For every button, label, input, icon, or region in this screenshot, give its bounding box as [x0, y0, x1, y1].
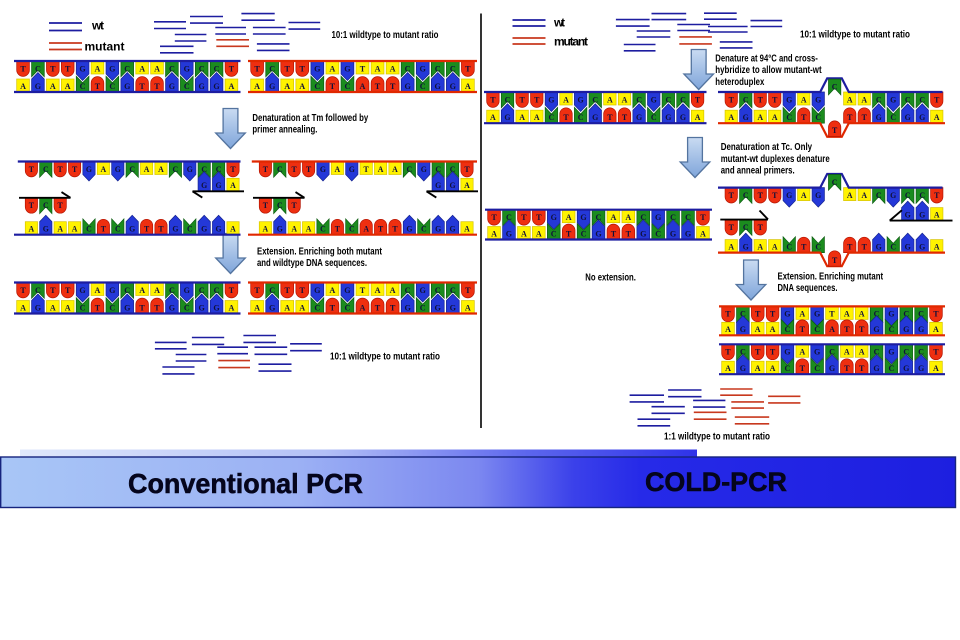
svg-text:wt: wt [91, 19, 104, 33]
svg-text:10:1 wildtype to mutant ratio: 10:1 wildtype to mutant ratio [800, 29, 910, 41]
svg-text:No extension.: No extension. [585, 271, 636, 283]
svg-text:hybridize to allow mutant-wt: hybridize to allow mutant-wt [715, 64, 822, 76]
svg-text:wt: wt [553, 15, 565, 29]
svg-text:Denature at 94°C and cross-: Denature at 94°C and cross- [715, 52, 818, 64]
svg-text:Extension. Enriching mutant: Extension. Enriching mutant [778, 271, 884, 283]
svg-text:and anneal primers.: and anneal primers. [721, 165, 795, 177]
svg-text:1:1 wildtype to mutant ratio: 1:1 wildtype to mutant ratio [664, 431, 770, 443]
svg-text:mutant-wt duplexes denature: mutant-wt duplexes denature [721, 153, 830, 165]
svg-text:10:1 wildtype to mutant ratio: 10:1 wildtype to mutant ratio [332, 29, 439, 41]
svg-text:heteroduplex: heteroduplex [715, 76, 764, 88]
svg-text:COLD-PCR: COLD-PCR [645, 467, 787, 497]
svg-text:DNA sequences.: DNA sequences. [778, 282, 838, 294]
svg-text:primer annealing.: primer annealing. [252, 124, 317, 136]
svg-text:and wildtype DNA sequences.: and wildtype DNA sequences. [257, 257, 367, 269]
svg-text:Conventional PCR: Conventional PCR [128, 468, 363, 499]
svg-text:Denaturation at Tm followed by: Denaturation at Tm followed by [252, 112, 368, 124]
svg-text:mutant: mutant [85, 39, 125, 53]
svg-text:mutant: mutant [554, 34, 588, 48]
svg-text:Denaturation at Tc. Only: Denaturation at Tc. Only [721, 141, 813, 153]
svg-text:Extension. Enriching both mut: Extension. Enriching both mutant [257, 245, 382, 257]
svg-text:10:1 wildtype to mutant ratio: 10:1 wildtype to mutant ratio [330, 351, 440, 363]
